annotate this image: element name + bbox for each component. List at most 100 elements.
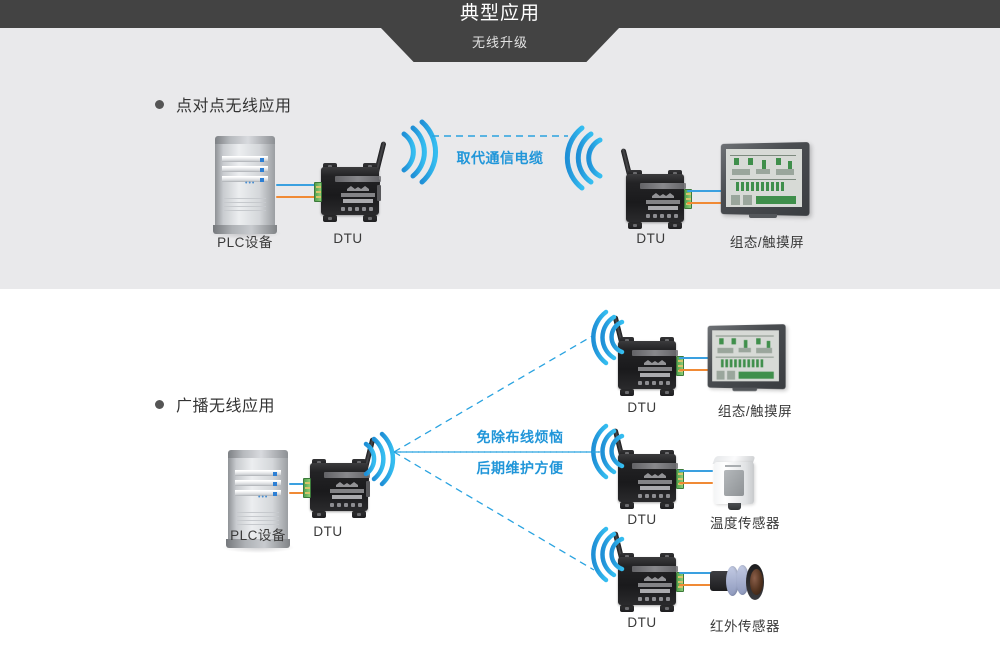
- dtu-model-text: [640, 373, 670, 377]
- dtu-mount-ear: [668, 222, 682, 229]
- page-subtitle: 无线升级: [471, 35, 528, 50]
- infrared-sensor: [710, 562, 768, 602]
- plc-led-icon: [273, 472, 277, 476]
- dtu-receiver-ir: [610, 531, 688, 615]
- plc-drive-bay: [222, 176, 268, 182]
- dtu-brand-strip: [335, 176, 381, 182]
- dtu-model-text: [343, 199, 373, 203]
- dtu-logo-icon: [336, 482, 358, 487]
- dtu-status-leds: [330, 503, 362, 507]
- plc-drive-bay: [222, 156, 268, 162]
- dtu-logo-icon: [644, 473, 666, 478]
- section-1-heading: 点对点无线应用: [155, 92, 292, 116]
- ir-sensor-ring: [736, 565, 749, 595]
- dtu-mount-ear: [352, 459, 366, 466]
- section-1-background: [0, 28, 1000, 289]
- plc-device-2-label: PLC设备: [230, 528, 286, 543]
- plc-led-icon: [260, 168, 264, 172]
- plc-led-icon: [273, 492, 277, 496]
- bullet-dot-icon: [155, 99, 164, 109]
- dtu-receiver-hmi-label: DTU: [627, 400, 657, 415]
- dtu-receiver-ir-label: DTU: [627, 615, 657, 630]
- dtu-mount-ear: [620, 389, 634, 396]
- cable-orange: [679, 369, 709, 371]
- dtu-logo-icon: [644, 576, 666, 581]
- dtu-model-text: [638, 367, 672, 371]
- dtu-model-text: [648, 206, 678, 210]
- dtu-status-leds: [646, 214, 678, 218]
- cable-blue: [679, 357, 709, 359]
- bullet-dot-icon: [155, 399, 164, 409]
- dtu-mount-ear: [660, 553, 674, 560]
- dtu-brand-strip: [632, 463, 678, 469]
- dtu-mount-ear: [668, 170, 682, 177]
- dtu-terminal-block: [676, 356, 684, 376]
- plc-vent-line: [237, 524, 279, 525]
- cable-orange: [679, 482, 713, 484]
- dtu-receiver-temp: [610, 428, 688, 512]
- cable-blue: [276, 184, 321, 186]
- dtu-receiver-temp-label: DTU: [627, 512, 657, 527]
- dtu-brand-strip: [632, 350, 678, 356]
- dtu-shell: [321, 167, 381, 215]
- plc-indicator-dots: •••: [258, 494, 269, 501]
- infrared-sensor-label: 红外传感器: [710, 619, 780, 634]
- hmi-display: [726, 149, 802, 207]
- temperature-sensor-label: 温度传感器: [710, 516, 780, 531]
- dtu-brand-strip: [324, 472, 370, 478]
- dtu-receiver-hmi: [610, 315, 688, 399]
- dtu-logo-icon: [652, 193, 674, 198]
- dtu-mount-ear: [363, 215, 377, 222]
- plc-led-icon: [273, 482, 277, 486]
- plc-vent-line: [237, 520, 279, 521]
- dtu-mount-ear: [323, 215, 337, 222]
- hmi-display: [712, 330, 780, 382]
- dtu-model-text: [330, 489, 364, 493]
- hmi-screen-1-label: 组态/触摸屏: [729, 235, 805, 250]
- section-2-caption-line-2: 后期维护方便: [476, 460, 564, 476]
- plc-vent-line: [224, 198, 266, 199]
- plc-vent-line: [224, 202, 266, 203]
- dtu-mount-ear: [352, 511, 366, 518]
- dtu-model-text: [646, 200, 680, 204]
- hmi-stand: [749, 214, 777, 218]
- dtu-shell: [310, 463, 370, 511]
- plc-vent-line: [237, 516, 279, 517]
- plc-device-1-label: PLC设备: [217, 235, 273, 250]
- plc-top: [215, 136, 275, 144]
- dtu-model-text: [341, 193, 375, 197]
- cable-blue: [687, 190, 723, 192]
- dtu-brand-strip: [640, 183, 686, 189]
- section-1-heading-label: 点对点无线应用: [176, 98, 292, 115]
- dtu-status-leds: [638, 494, 670, 498]
- dtu-mount-ear: [620, 450, 634, 457]
- cable-orange: [289, 492, 310, 494]
- dtu-shell: [618, 341, 678, 389]
- section-2-heading-label: 广播无线应用: [176, 398, 276, 415]
- plc-indicator-dots: •••: [245, 180, 256, 187]
- dtu-side-port: [366, 481, 370, 497]
- dtu-terminal-block: [303, 478, 311, 498]
- dtu-brand-strip: [632, 566, 678, 572]
- temp-sensor-connector: [728, 503, 741, 510]
- dtu-mount-ear: [323, 163, 337, 170]
- section-1-caption-line-1: 取代通信电缆: [456, 150, 544, 166]
- plc-drive-bay: [222, 166, 268, 172]
- dtu-logo-icon: [347, 186, 369, 191]
- plc-drive-bay: [235, 470, 281, 476]
- dtu-mount-ear: [312, 511, 326, 518]
- dtu-shell: [618, 454, 678, 502]
- dtu-terminal-block: [314, 182, 322, 202]
- temp-sensor-window: [724, 470, 744, 496]
- dtu-mount-ear: [363, 163, 377, 170]
- dtu-model-text: [640, 589, 670, 593]
- plc-base: [226, 539, 290, 548]
- ir-sensor-lens: [750, 569, 763, 595]
- cable-blue: [679, 470, 713, 472]
- dtu-transmitter-1: [313, 141, 391, 225]
- cable-orange: [687, 202, 723, 204]
- dtu-status-leds: [341, 207, 373, 211]
- ir-sensor-ring: [726, 566, 739, 596]
- plc-vent-line: [224, 206, 266, 207]
- page-title: 典型应用: [459, 3, 540, 24]
